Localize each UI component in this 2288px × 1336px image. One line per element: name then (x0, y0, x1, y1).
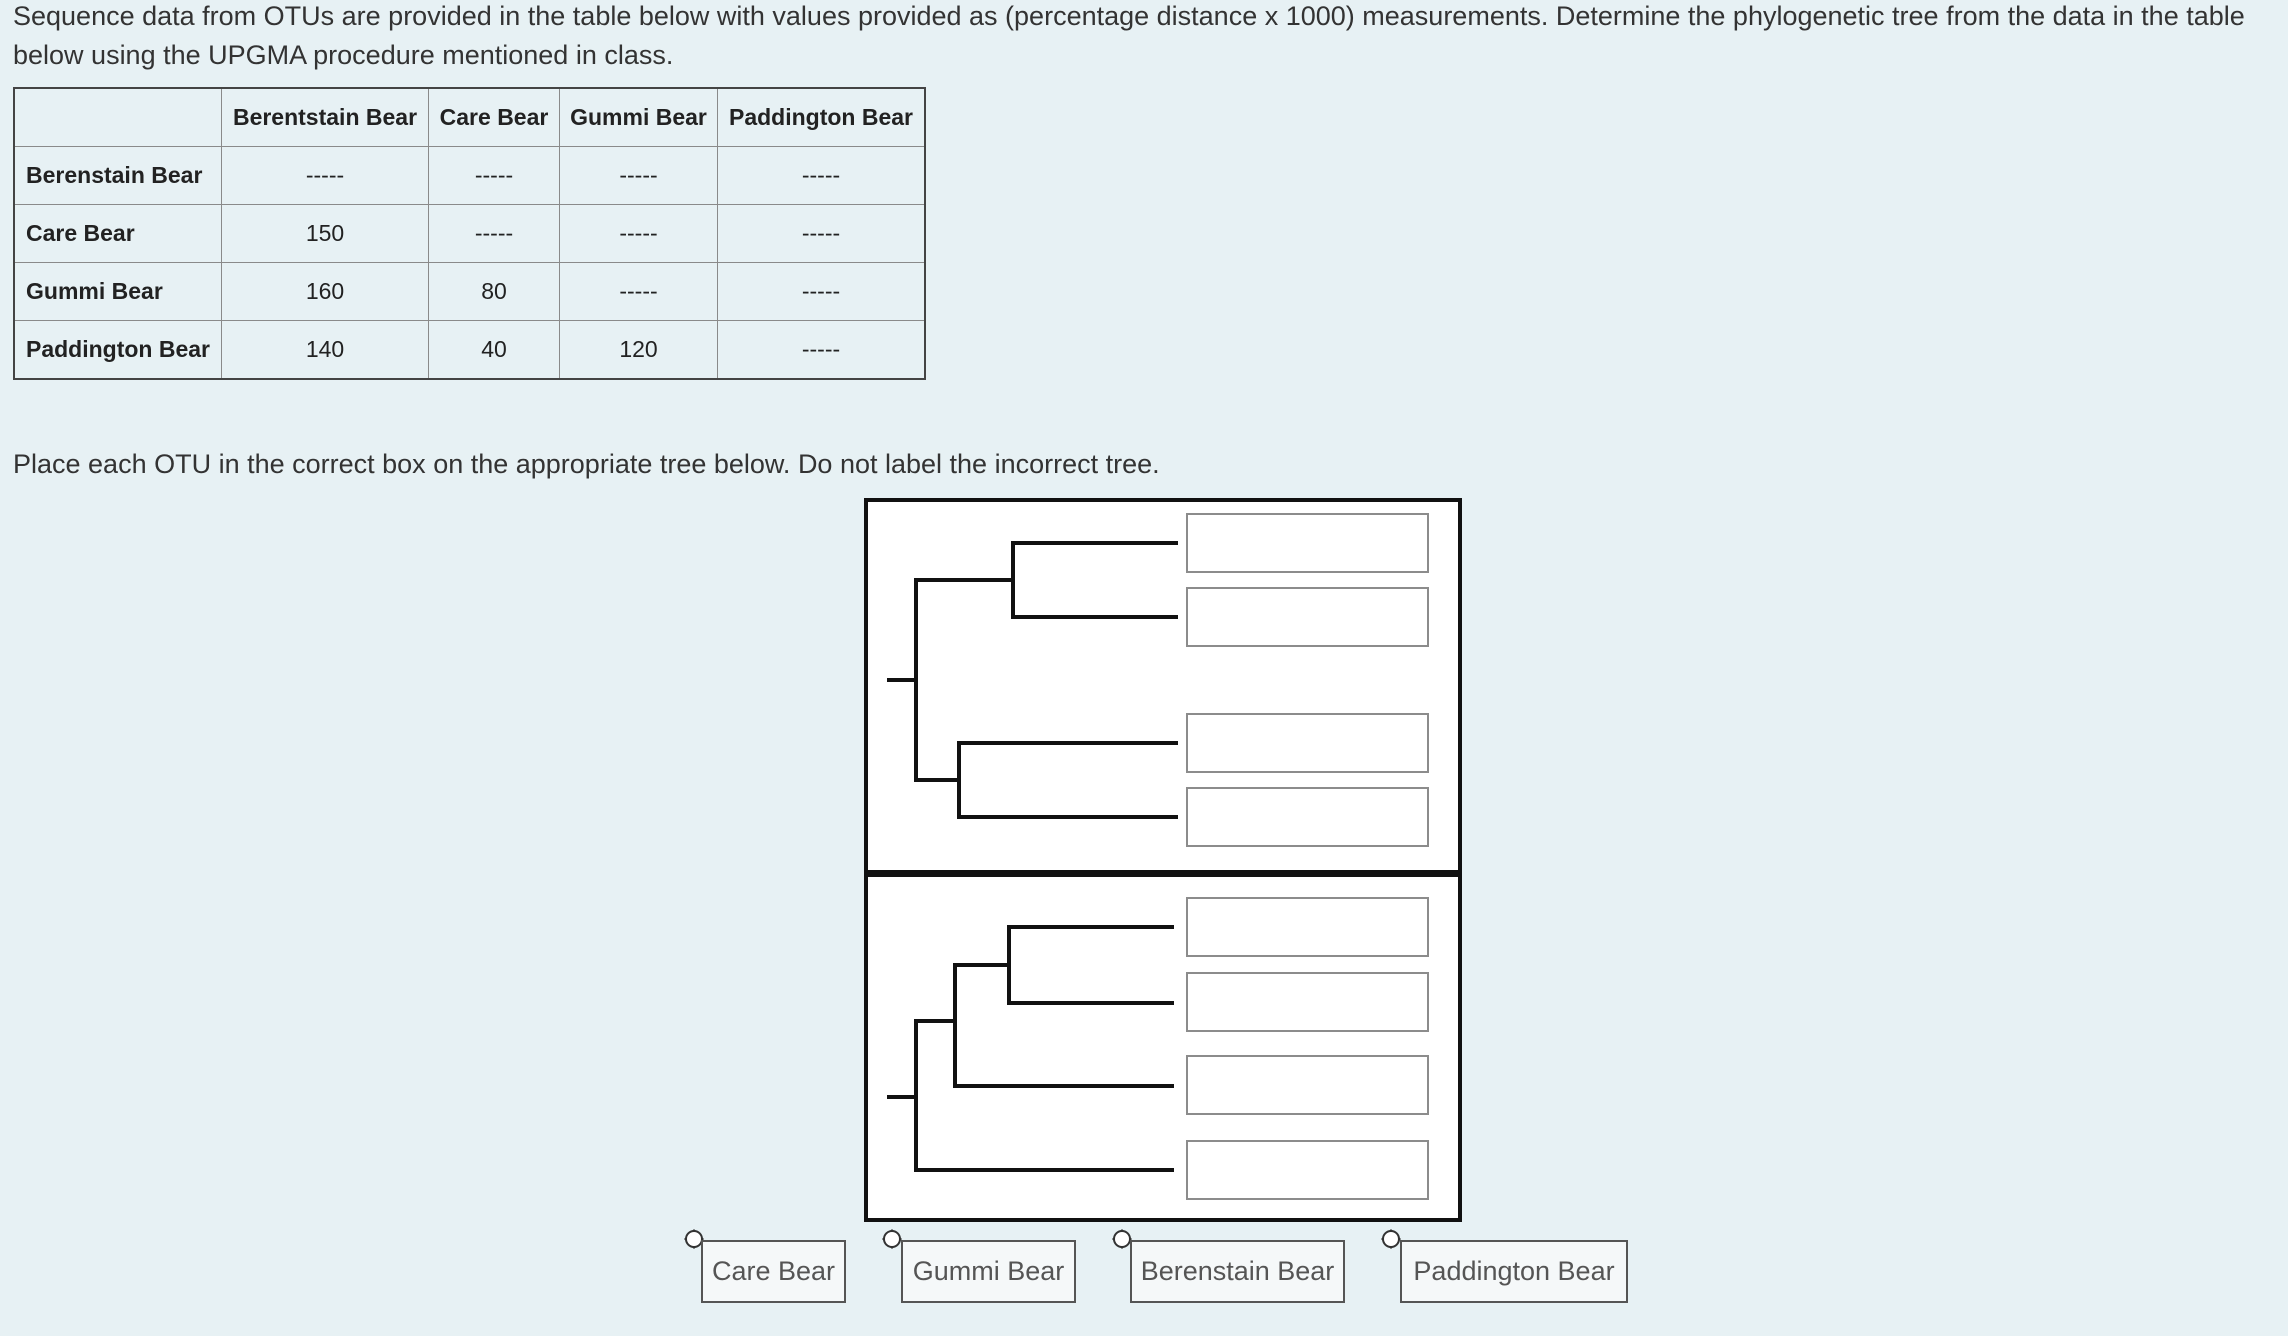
column-header: Care Bear (428, 87, 560, 147)
table-row: Paddington Bear 140 40 120 ----- (13, 320, 926, 380)
drag-handle-icon[interactable] (881, 1228, 903, 1250)
drag-handle-icon[interactable] (1111, 1228, 1133, 1250)
row-header: Care Bear (13, 204, 222, 263)
row-header: Berenstain Bear (13, 146, 222, 205)
table-cell: ----- (559, 262, 718, 321)
tree2-drop-box-2[interactable] (1186, 972, 1429, 1032)
table-row: Care Bear 150 ----- ----- ----- (13, 204, 926, 263)
tree1-drop-box-1[interactable] (1186, 513, 1429, 573)
tree2-drop-box-1[interactable] (1186, 897, 1429, 957)
table-cell: 140 (221, 320, 429, 380)
table-cell: ----- (717, 320, 926, 380)
ladder-tree-branches (887, 925, 1174, 1172)
table-cell: 40 (428, 320, 560, 380)
column-header: Paddington Bear (717, 87, 926, 147)
draggable-token-paddington-bear[interactable]: Paddington Bear (1380, 1228, 1628, 1304)
table-cell: 80 (428, 262, 560, 321)
row-header: Gummi Bear (13, 262, 222, 321)
tree1-drop-box-4[interactable] (1186, 787, 1429, 847)
drag-handle-icon[interactable] (1380, 1228, 1402, 1250)
table-cell: 120 (559, 320, 718, 380)
tree1-drop-box-2[interactable] (1186, 587, 1429, 647)
token-label[interactable]: Berenstain Bear (1130, 1240, 1345, 1303)
tree1-drop-box-3[interactable] (1186, 713, 1429, 773)
table-cell: ----- (717, 204, 926, 263)
column-header: Gummi Bear (559, 87, 718, 147)
table-cell: 160 (221, 262, 429, 321)
draggable-token-berenstain-bear[interactable]: Berenstain Bear (1111, 1228, 1345, 1304)
table-cell: ----- (717, 262, 926, 321)
placement-instructions: Place each OTU in the correct box on the… (13, 449, 1160, 479)
table-corner-cell (13, 87, 222, 147)
tree2-drop-box-3[interactable] (1186, 1055, 1429, 1115)
drag-handle-icon[interactable] (683, 1228, 705, 1250)
tree-divider (864, 870, 1462, 877)
draggable-token-gummi-bear[interactable]: Gummi Bear (881, 1228, 1076, 1304)
table-cell: ----- (221, 146, 429, 205)
table-row: Gummi Bear 160 80 ----- ----- (13, 262, 926, 321)
tree2-drop-box-4[interactable] (1186, 1140, 1429, 1200)
symmetric-tree-branches (887, 541, 1178, 819)
table-cell: ----- (559, 146, 718, 205)
table-row: Berenstain Bear ----- ----- ----- ----- (13, 146, 926, 205)
table-cell: ----- (428, 146, 560, 205)
token-label[interactable]: Care Bear (701, 1240, 846, 1303)
row-header: Paddington Bear (13, 320, 222, 380)
draggable-token-care-bear[interactable]: Care Bear (683, 1228, 846, 1304)
instructions-text: Sequence data from OTUs are provided in … (13, 1, 2245, 70)
distance-table: Berentstain Bear Care Bear Gummi Bear Pa… (13, 87, 926, 380)
token-label[interactable]: Paddington Bear (1400, 1240, 1628, 1303)
table-cell: ----- (428, 204, 560, 263)
token-label[interactable]: Gummi Bear (901, 1240, 1076, 1303)
table-cell: 150 (221, 204, 429, 263)
